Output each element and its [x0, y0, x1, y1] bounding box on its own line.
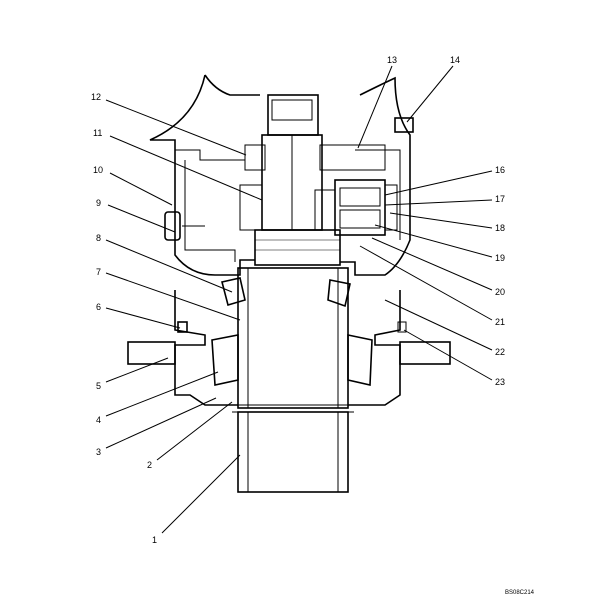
callout-labels: 1 2 3 4 5 6 7 8 9 10 11 12 13 14 16 17 1… [91, 55, 535, 596]
ring-gear [384, 184, 398, 231]
figure-code: BS08C214 [505, 590, 535, 596]
callout-10: 10 [93, 165, 103, 175]
callout-19: 19 [495, 253, 505, 263]
callout-13: 13 [387, 55, 397, 65]
lower-housing [174, 290, 401, 406]
callout-1: 1 [152, 535, 157, 545]
callout-20: 20 [495, 287, 505, 297]
callout-4: 4 [96, 415, 101, 425]
assembly-drawing [127, 74, 451, 493]
callout-14: 14 [450, 55, 460, 65]
callout-21: 21 [495, 317, 505, 327]
callout-2: 2 [147, 460, 152, 470]
oil-port [164, 211, 181, 241]
callout-16: 16 [495, 165, 505, 175]
gear-left [244, 144, 266, 171]
motor-cover [174, 140, 401, 262]
gear-right [319, 144, 386, 171]
lower-bearing-left [211, 334, 239, 386]
spline-collar [254, 229, 341, 266]
callout-18: 18 [495, 223, 505, 233]
callout-3: 3 [96, 447, 101, 457]
lower-bearing-right [347, 334, 373, 386]
plug [394, 117, 414, 133]
callout-8: 8 [96, 233, 101, 243]
callout-17: 17 [495, 194, 505, 204]
bolt-right [397, 321, 407, 333]
upper-bearing-left [221, 277, 246, 307]
callout-6: 6 [96, 302, 101, 312]
upper-housing [149, 74, 411, 276]
callout-7: 7 [96, 267, 101, 277]
mounting-flange-left [127, 341, 176, 365]
shaft-cap [271, 99, 313, 121]
upper-bearing-right [327, 279, 351, 308]
leader-lines [105, 65, 493, 534]
output-shaft-top [267, 94, 319, 136]
callout-23: 23 [495, 377, 505, 387]
callout-5: 5 [96, 381, 101, 391]
callout-12: 12 [91, 92, 101, 102]
callout-9: 9 [96, 198, 101, 208]
pinion-shaft [237, 267, 349, 409]
callout-11: 11 [93, 128, 102, 138]
mounting-flange-right [399, 341, 451, 365]
pinion-gear [237, 411, 349, 493]
sun-gear-right [314, 189, 336, 231]
sun-gear-left [239, 184, 263, 231]
callout-22: 22 [495, 347, 505, 357]
